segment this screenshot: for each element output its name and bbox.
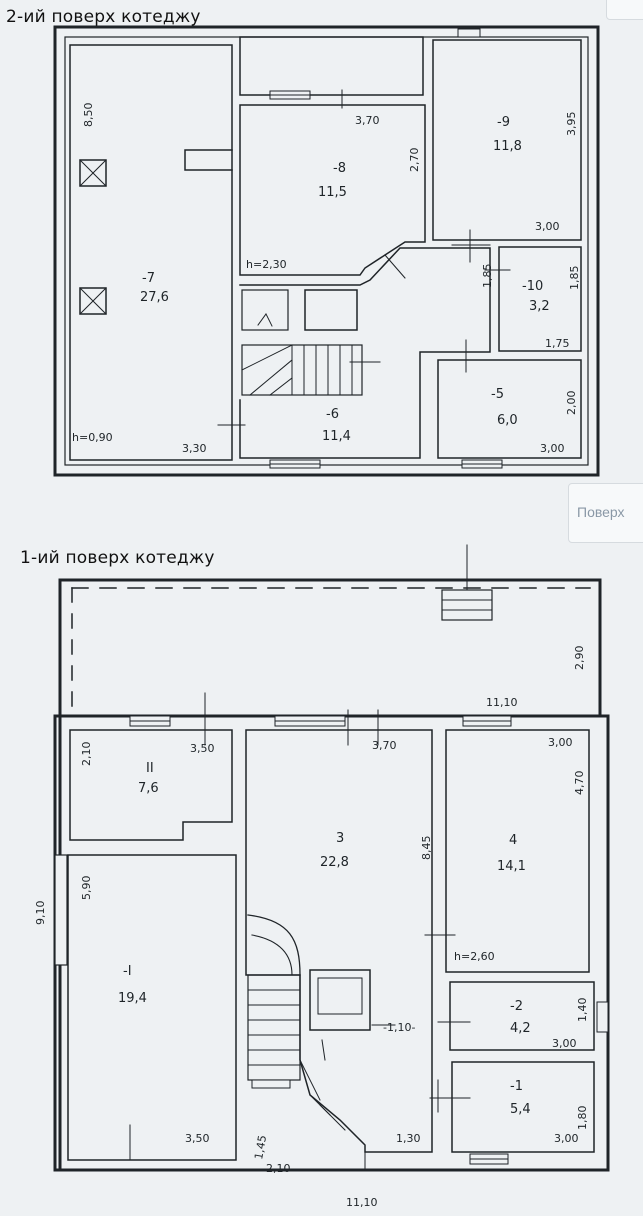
f2-dim-h230: h=2,30 (246, 258, 287, 271)
room3-area: 22,8 (320, 855, 349, 870)
roomII-num: ІІ (146, 761, 154, 776)
side-tab-label: Поверх (577, 504, 625, 520)
floor2-plan (53, 25, 600, 477)
room6-num: -6 (326, 407, 339, 422)
room10-num: -10 (522, 279, 543, 294)
f1-dim-290: 2,90 (573, 646, 586, 671)
floor2-title: 2-ий поверх котеджу (6, 7, 201, 27)
floor1-title: 1-ий поверх котеджу (20, 548, 215, 568)
f1-dim-370: 3,70 (372, 739, 397, 752)
f1-dim-470: 4,70 (573, 771, 586, 796)
room8-area: 11,5 (318, 185, 347, 200)
f1-dim-145: 1,45 (252, 1134, 269, 1160)
room4-num: 4 (509, 833, 517, 848)
f1-dim-110: -1,10- (383, 1021, 415, 1034)
f1-dim-1110b: 11,10 (346, 1196, 378, 1209)
f1-dim-140: 1,40 (576, 998, 589, 1023)
room1-num: -1 (510, 1079, 523, 1094)
floor1-plan (53, 544, 610, 1172)
room5-area: 6,0 (497, 413, 518, 428)
f1-dim-210: 2,10 (80, 742, 93, 767)
f2-dim-270: 2,70 (408, 148, 421, 173)
room1-area: 5,4 (510, 1102, 531, 1117)
f2-dim-200: 2,00 (565, 391, 578, 416)
f1-dim-1110a: 11,10 (486, 696, 518, 709)
f2-dim-330: 3,30 (182, 442, 207, 455)
roomI-area: 19,4 (118, 991, 147, 1006)
f1-dim-910: 9,10 (34, 901, 47, 926)
f2-dim-300b: 3,00 (540, 442, 565, 455)
roomI-num: -І (123, 964, 132, 979)
room10-area: 3,2 (529, 299, 550, 314)
room9-area: 11,8 (493, 139, 522, 154)
room4-area: 14,1 (497, 859, 526, 874)
f1-dim-210b: -2,10- (262, 1162, 294, 1175)
f1-dim-300a: 3,00 (548, 736, 573, 749)
f1-dim-180: 1,80 (576, 1106, 589, 1131)
room7-area: 27,6 (140, 290, 169, 305)
f2-dim-175: 1,75 (545, 337, 570, 350)
f1-dim-h260: h=2,60 (454, 950, 495, 963)
f1-dim-350a: 3,50 (190, 742, 215, 755)
room3-num: 3 (336, 831, 344, 846)
f2-dim-850: 8,50 (82, 103, 95, 128)
room2-num: -2 (510, 999, 523, 1014)
room8-num: -8 (333, 161, 346, 176)
f2-dim-370: 3,70 (355, 114, 380, 127)
f2-dim-300a: 3,00 (535, 220, 560, 233)
f1-dim-590: 5,90 (80, 876, 93, 901)
corner-tab[interactable] (606, 0, 643, 20)
f1-dim-845: 8,45 (420, 836, 433, 861)
f1-dim-130: 1,30 (396, 1132, 421, 1145)
floor-side-tab[interactable]: Поверх (568, 483, 643, 543)
f1-dim-300b: 3,00 (552, 1037, 577, 1050)
f1-dim-300c: 3,00 (554, 1132, 579, 1145)
room6-area: 11,4 (322, 429, 351, 444)
f1-dim-350b: 3,50 (185, 1132, 210, 1145)
f2-dim-395: 3,95 (565, 112, 578, 137)
f2-dim-h090: h=0,90 (72, 431, 113, 444)
f2-dim-185a: 1,85 (481, 264, 494, 289)
room7-num: -7 (142, 271, 155, 286)
room2-area: 4,2 (510, 1021, 531, 1036)
room9-num: -9 (497, 115, 510, 130)
f2-dim-185b: 1,85 (568, 266, 581, 291)
roomII-area: 7,6 (138, 781, 159, 796)
room5-num: -5 (491, 387, 504, 402)
